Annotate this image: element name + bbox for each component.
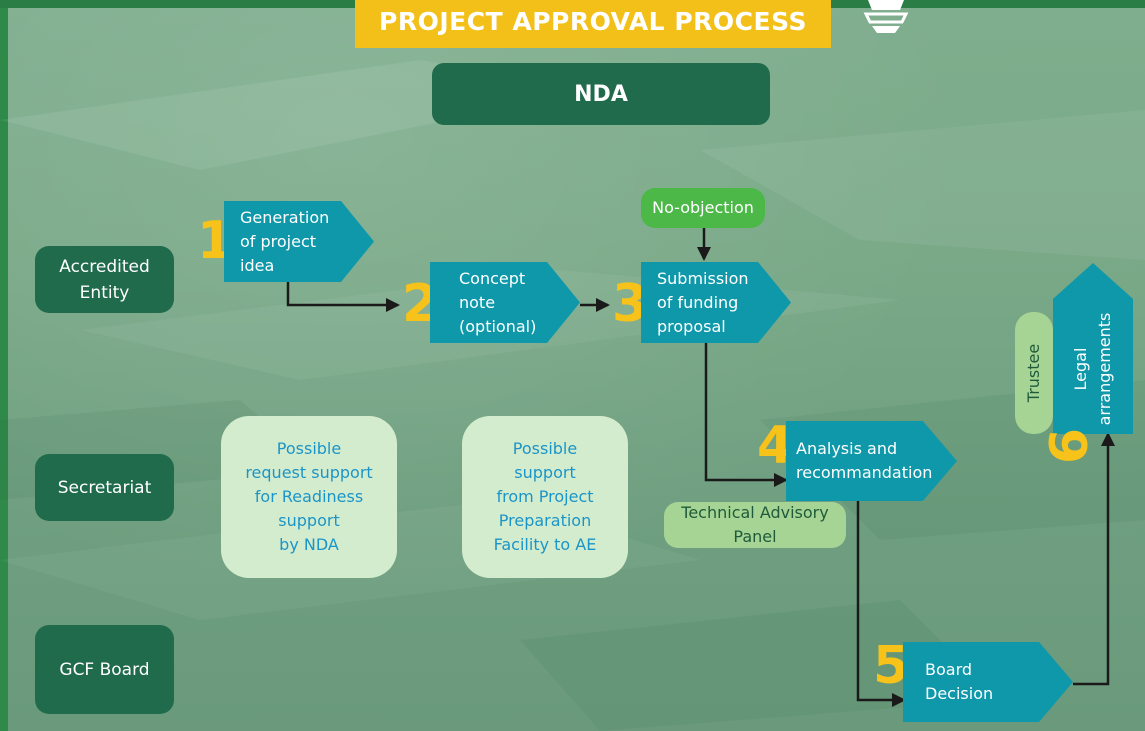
note-text-line: from Project [496, 487, 594, 506]
no-objection-text: No-objection [652, 198, 754, 217]
no-objection-label: No-objection [641, 188, 765, 228]
step-3-box: Submission of funding proposal [641, 262, 791, 343]
nda-banner: NDA [432, 63, 770, 125]
step-text-line: of project [240, 231, 317, 251]
panel-text-line: Panel [733, 527, 777, 546]
step-text-line: of funding [657, 292, 739, 312]
step-text-line: proposal [657, 316, 726, 336]
note-text-line: Possible [276, 439, 342, 458]
note-text-line: Preparation [498, 511, 592, 530]
note-text-line: Facility to AE [493, 535, 597, 554]
step-text-line: (optional) [459, 316, 537, 336]
panel-text-line: Technical Advisory [681, 503, 829, 522]
ppf-support-note: Possible support from Project Preparatio… [462, 416, 628, 578]
step-text-line: Legal [1071, 347, 1090, 391]
note-text-line: by NDA [279, 535, 339, 554]
note-text-line: support [278, 511, 340, 530]
step-text-line: recommandation [796, 463, 933, 482]
arrow-1-to-2 [286, 282, 400, 312]
step-1-box: Generation of project idea [224, 201, 374, 282]
step-text-line: Board [925, 660, 973, 679]
gcf-logo-icon [863, 0, 909, 33]
lane-label-line: Accredited [59, 256, 150, 277]
note-text-line: Possible [512, 439, 578, 458]
lane-label-line: Entity [79, 282, 130, 303]
trustee-label: Trustee [1015, 312, 1053, 434]
page-title: PROJECT APPROVAL PROCESS [355, 0, 831, 48]
step-text-line: Submission [657, 268, 749, 288]
lane-label: GCF Board [59, 659, 150, 680]
lane-gcf-board: GCF Board [35, 625, 174, 714]
step-text-line: arrangements [1095, 312, 1114, 426]
step-text-line: Analysis and [796, 439, 898, 458]
arrow-3-to-4 [704, 343, 788, 487]
lane-label: Secretariat [57, 477, 152, 498]
step-text-line: idea [240, 255, 275, 275]
arrow-4-to-5 [856, 500, 906, 707]
step-5-box: Board Decision [903, 642, 1073, 722]
step-text-line: Concept [459, 268, 526, 288]
lane-secretariat: Secretariat [35, 454, 174, 521]
note-text-line: support [514, 463, 576, 482]
lane-accredited-entity: Accredited Entity [35, 246, 174, 313]
note-text-line: request support [245, 463, 373, 482]
trustee-text: Trustee [1024, 343, 1043, 403]
step-text-line: Generation [240, 207, 330, 227]
arrow-5-to-6 [1073, 432, 1115, 686]
step-4-box: Analysis and recommandation [786, 421, 957, 501]
step-6-box: Legal arrangements [1053, 263, 1133, 434]
readiness-support-note: Possible request support for Readiness s… [221, 416, 397, 578]
note-text-line: for Readiness [254, 487, 364, 506]
technical-advisory-panel: Technical Advisory Panel [664, 502, 846, 548]
step-2-box: Concept note (optional) [430, 262, 580, 343]
step-text-line: Decision [925, 684, 994, 703]
step-text-line: note [459, 292, 496, 312]
step-number-6: 6 [1040, 427, 1101, 465]
